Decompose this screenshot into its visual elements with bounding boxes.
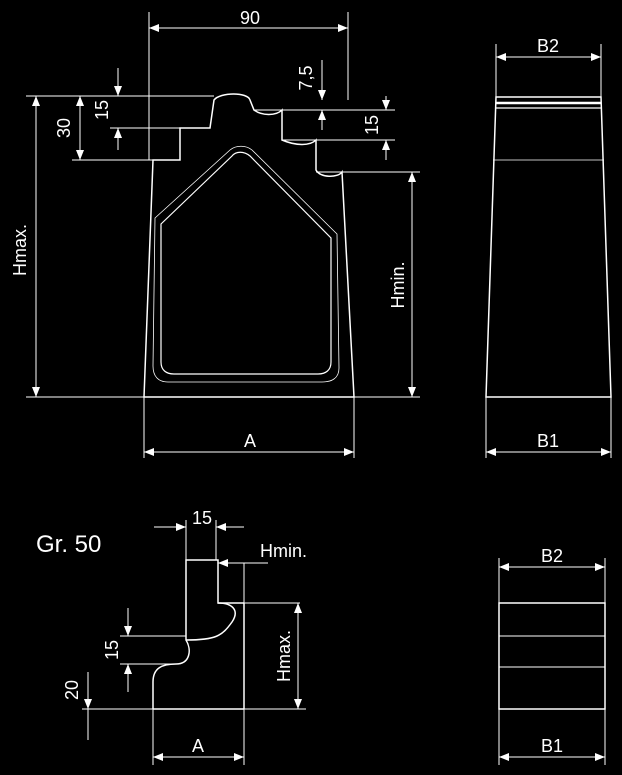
small-side-view: [498, 602, 606, 710]
dim-a-label: A: [244, 431, 256, 451]
detail-title: Gr. 50: [36, 531, 101, 558]
detail-15-step-label: 15: [102, 640, 122, 660]
side-view: [485, 96, 612, 398]
detail-dimensions: [82, 520, 306, 765]
detail-hmax-label: Hmax.: [274, 630, 294, 682]
detail-body-outline: [152, 559, 236, 709]
dim-15-left-label: 15: [92, 100, 112, 120]
main-inner-cutout-outer: [152, 145, 340, 383]
main-dimensions: [26, 12, 420, 458]
detail-20-label: 20: [62, 680, 82, 700]
small-side-body: [498, 602, 606, 710]
main-body-outline: [143, 93, 355, 398]
dim-7-5-label: 7,5: [296, 65, 316, 90]
dim-hmin-label: Hmin.: [388, 261, 408, 308]
side-b2-label: B2: [537, 36, 559, 56]
main-inner-cutout: [160, 151, 332, 375]
detail-hmin-label: Hmin.: [260, 541, 307, 561]
detail-15-top-label: 15: [192, 508, 212, 528]
detail-a-label: A: [192, 736, 204, 756]
dim-15-right-label: 15: [362, 115, 382, 135]
main-dim-labels: 90 30 15 7,5 15 Hmax. Hmin. A: [10, 8, 408, 451]
dim-30-label: 30: [54, 118, 74, 138]
side-b1-label: B1: [537, 431, 559, 451]
main-front-view: [143, 93, 355, 398]
small-side-b2-label: B2: [541, 546, 563, 566]
small-side-b1-label: B1: [541, 736, 563, 756]
detail-view: [152, 559, 245, 710]
dim-hmax-label: Hmax.: [10, 224, 30, 276]
dim-90-label: 90: [240, 8, 260, 28]
small-side-dimensions: [498, 558, 606, 765]
side-view-dimensions: [485, 44, 612, 458]
side-body-outline: [485, 96, 612, 398]
